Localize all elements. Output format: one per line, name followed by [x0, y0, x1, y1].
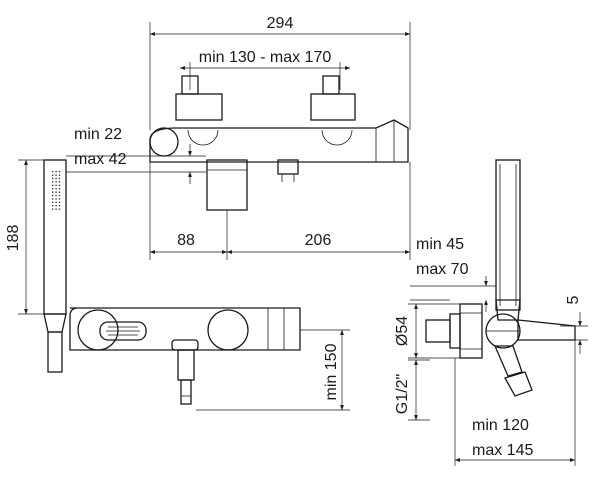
hand-shower: 188	[5, 159, 67, 373]
left-connector	[175, 75, 223, 121]
front-handle-grip	[106, 326, 140, 336]
dim-flange-diameter: Ø54	[394, 316, 411, 346]
dim-projection-min: min 120	[472, 417, 529, 434]
dim-shower-height: 188	[5, 225, 22, 252]
dim-left-offset: 88	[177, 232, 195, 249]
dim-thread: G1/2"	[394, 374, 411, 414]
dim-wall-depth-min: min 22	[74, 126, 122, 143]
right-connector	[310, 75, 356, 121]
top-spout	[206, 159, 299, 211]
dim-right-offset: 206	[305, 232, 332, 249]
dim-depth-min: min 45	[416, 236, 464, 253]
dim-wall-depth-max: max 42	[74, 151, 127, 168]
top-view: 294 min 130 - max 170	[66, 15, 411, 260]
front-view: min 150	[69, 307, 350, 411]
dim-spacing-range: min 130 - max 170	[199, 49, 332, 66]
top-body	[149, 119, 409, 163]
side-view: min 45 max 70 Ø54 G1/2" 5 min 120 max 14…	[394, 159, 588, 466]
dim-spout-height: min 150	[323, 343, 340, 400]
dim-overall-width: 294	[267, 15, 294, 32]
front-spout	[171, 339, 199, 405]
dim-projection-max: max 145	[472, 442, 533, 459]
dim-depth-max: max 70	[416, 261, 469, 278]
dim-spout-angle: 5	[565, 295, 582, 304]
